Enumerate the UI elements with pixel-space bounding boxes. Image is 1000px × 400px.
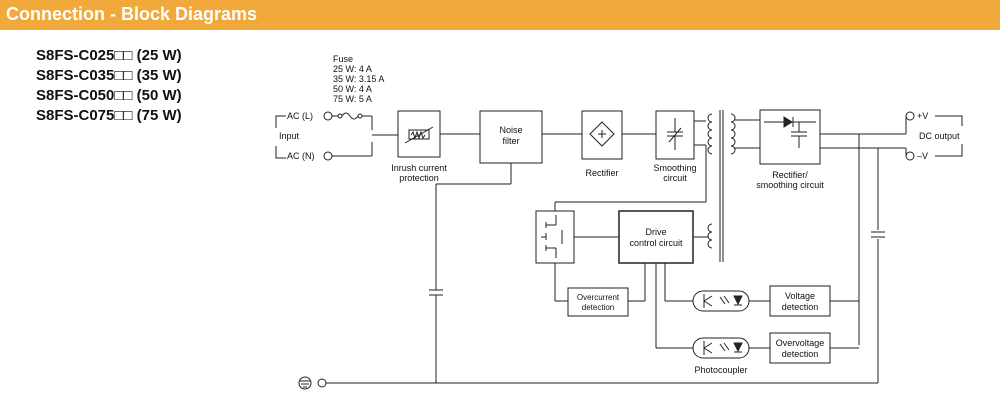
- inrush-label: protection: [399, 173, 439, 183]
- transformer-icon: [707, 110, 736, 262]
- minus-v-terminal: [905, 151, 915, 161]
- model-item: S8FS-C075□□ (75 W): [36, 107, 182, 124]
- fuse-rating: 35 W: 3.15 A: [333, 74, 384, 84]
- smoothing-label: Smoothing: [653, 163, 696, 173]
- optocoupler-icon: [692, 290, 750, 312]
- inrush-block: [397, 110, 441, 158]
- overcurrent-block: [567, 287, 629, 317]
- smoothing-label: circuit: [663, 173, 687, 183]
- smoothing-block: [655, 110, 695, 160]
- model-item: S8FS-C025□□ (25 W): [36, 47, 182, 64]
- diode-icon: [764, 116, 816, 148]
- photocoupler-label: Photocoupler: [694, 365, 747, 375]
- overcurrent-label: Overcurrent: [577, 293, 620, 302]
- noise-filter-label: filter: [502, 136, 519, 146]
- thermistor-icon: [404, 126, 434, 144]
- model-item: S8FS-C035□□ (35 W): [36, 67, 182, 84]
- dc-output-label: DC output: [919, 131, 960, 141]
- section-header: Connection - Block Diagrams: [0, 0, 1000, 30]
- optocoupler-icon: [692, 337, 750, 359]
- overcurrent-label: detection: [582, 303, 614, 312]
- inrush-label: Inrush current: [391, 163, 447, 173]
- drive-label: control circuit: [629, 238, 683, 248]
- bridge-rectifier-icon: [589, 121, 615, 147]
- overvoltage-detection-label: detection: [782, 349, 819, 359]
- voltage-detection-label: Voltage: [785, 291, 815, 301]
- mosfet-icon: [541, 215, 563, 258]
- drive-block: [618, 210, 694, 264]
- rectifier-block: [581, 110, 623, 160]
- drive-label: Drive: [645, 227, 666, 237]
- ac-l-label: AC (L): [287, 111, 313, 121]
- voltage-detection-label: detection: [782, 302, 819, 312]
- fuse-icon: [332, 112, 363, 120]
- rect-smooth-label: smoothing circuit: [756, 180, 824, 190]
- ac-l-terminal: [323, 111, 333, 121]
- ac-n-label: AC (N): [287, 151, 315, 161]
- section-title: Connection - Block Diagrams: [6, 4, 258, 24]
- ac-n-terminal: [323, 151, 333, 161]
- ground-icon: [298, 376, 312, 390]
- input-label: Input: [279, 131, 300, 141]
- capacitor-icon: [667, 118, 683, 150]
- ground-terminal: [317, 378, 327, 388]
- model-item: S8FS-C050□□ (50 W): [36, 87, 182, 104]
- fuse-rating: 25 W: 4 A: [333, 64, 372, 74]
- rect-smooth-label: Rectifier/: [772, 170, 808, 180]
- plus-v-label: +V: [917, 111, 928, 121]
- fuse-title: Fuse: [333, 54, 353, 64]
- noise-filter-label: Noise: [499, 125, 522, 135]
- rect-smooth-block: [759, 109, 821, 165]
- plus-v-terminal: [905, 111, 915, 121]
- overvoltage-detection-label: Overvoltage: [776, 338, 825, 348]
- input-bracket: [275, 115, 286, 159]
- fuse-rating: 75 W: 5 A: [333, 94, 372, 104]
- minus-v-label: –V: [917, 151, 928, 161]
- rectifier-label: Rectifier: [585, 168, 618, 178]
- model-list: S8FS-C025□□ (25 W) S8FS-C035□□ (35 W) S8…: [36, 46, 182, 126]
- output-bracket: [935, 115, 963, 157]
- fuse-rating: 50 W: 4 A: [333, 84, 372, 94]
